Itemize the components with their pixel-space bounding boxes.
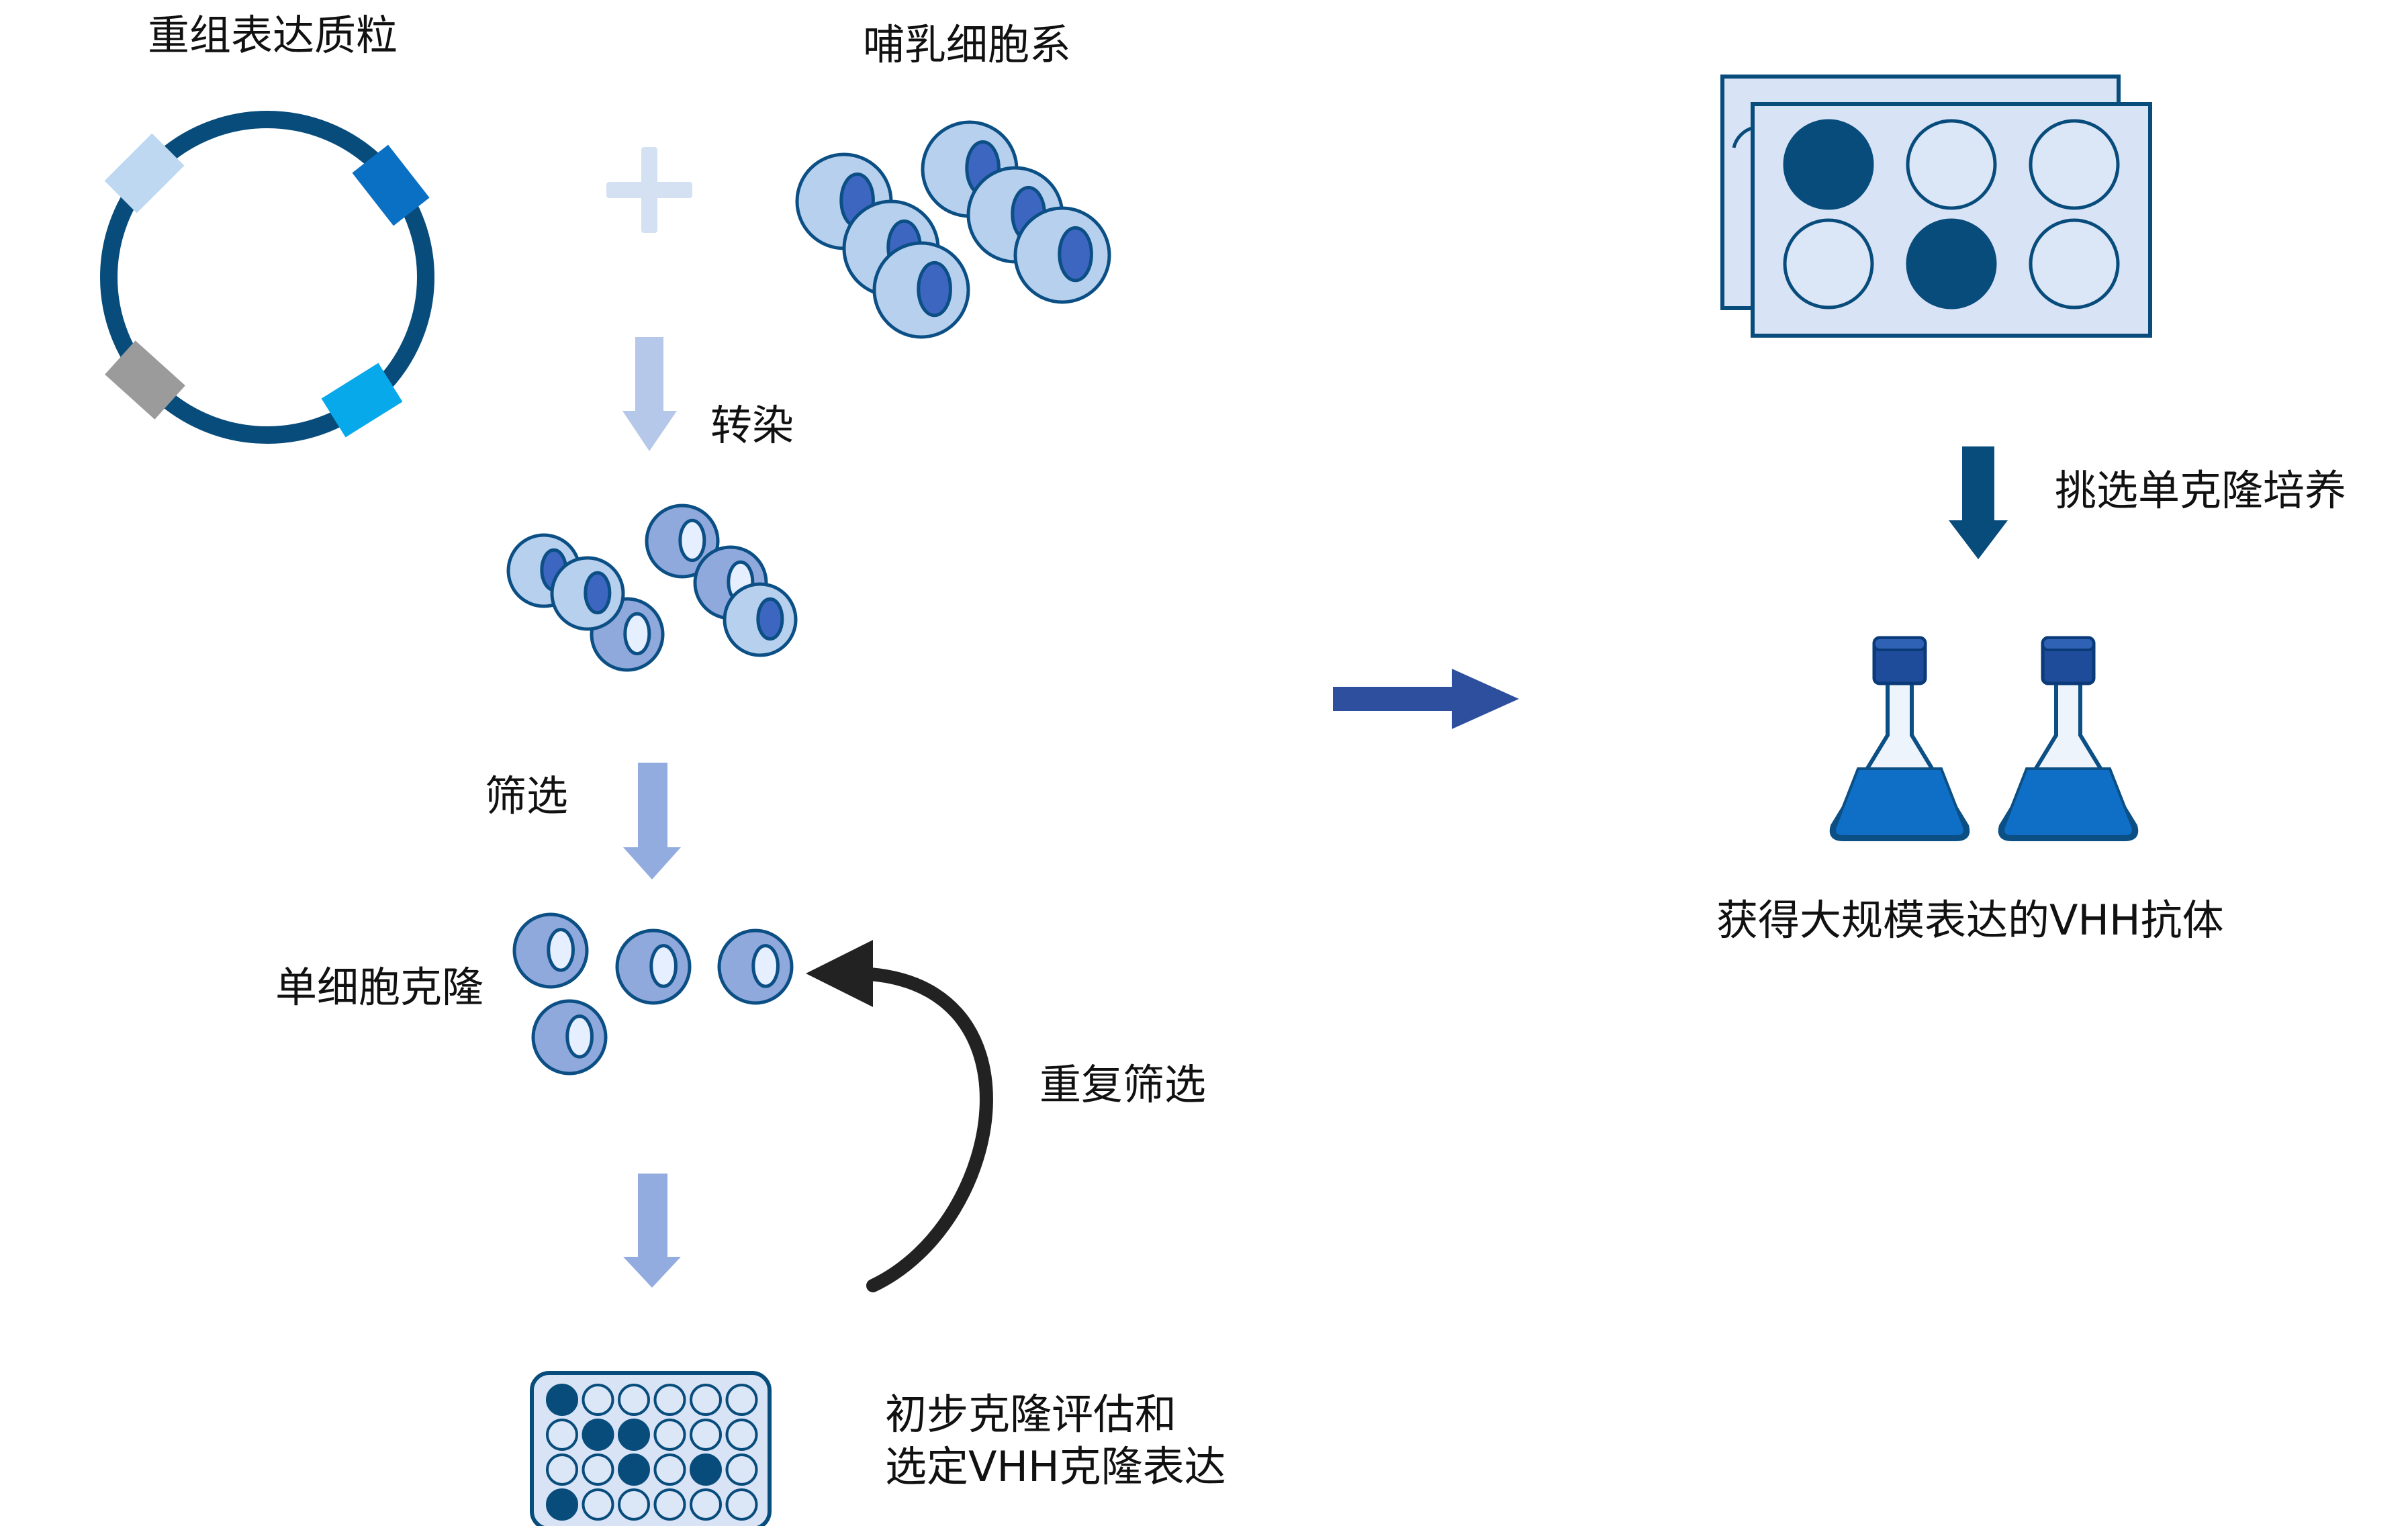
cell-nucleus [756, 597, 784, 641]
well-filled [618, 1419, 650, 1451]
well-filled [1783, 119, 1874, 210]
plate-24-well [530, 1371, 772, 1526]
plasmid-marker-blue [352, 144, 430, 226]
well-filled [618, 1453, 650, 1486]
well-empty [690, 1488, 722, 1521]
flask-cap-rim [2041, 636, 2095, 651]
culture-flask [1829, 636, 1970, 841]
arrow-evaluation [623, 1174, 681, 1288]
back-well-edge [1732, 126, 1755, 148]
cell-nucleus [547, 928, 575, 972]
plate-6-well-stack [1720, 75, 2152, 338]
mammalian-cell-cluster [795, 120, 1111, 339]
cell-nucleus [565, 1014, 594, 1059]
well-filled [582, 1419, 614, 1451]
well-filled [546, 1488, 578, 1521]
well-empty [725, 1384, 758, 1416]
label-evaluation: 初步克隆评估和 选定VHH克隆表达 [885, 1388, 1226, 1492]
flask-liquid [1833, 767, 1966, 838]
cell-nucleus [649, 944, 678, 988]
well-filled [690, 1453, 722, 1486]
cell [512, 912, 589, 989]
plasmid-ring [100, 111, 434, 444]
well-empty [1783, 218, 1874, 309]
arrow-transfection [622, 337, 677, 451]
plasmid-marker-grey [105, 340, 185, 420]
cell [717, 928, 794, 1005]
well-empty [2029, 119, 2120, 210]
repeat-screening-curved-arrow [806, 940, 993, 1292]
plasmid-diagram [100, 111, 434, 444]
cell [645, 504, 720, 579]
well-empty [690, 1384, 722, 1416]
cell-nucleus [917, 260, 952, 318]
well-empty [582, 1384, 614, 1416]
cell [1013, 206, 1111, 304]
cell-nucleus [751, 944, 780, 988]
well-empty [2029, 218, 2120, 309]
label-evaluation-line2: 选定VHH克隆表达 [885, 1441, 1226, 1491]
well-empty [582, 1453, 614, 1486]
cell-nucleus [584, 571, 612, 615]
label-result: 获得大规模表达的VHH抗体 [1716, 896, 2224, 945]
arrow-to-production [1333, 669, 1519, 729]
cell-nucleus [678, 518, 706, 563]
well-empty [618, 1384, 650, 1416]
cell [723, 582, 798, 657]
well-empty [653, 1453, 686, 1486]
culture-flasks [1829, 636, 2139, 841]
well-filled [1906, 218, 1997, 309]
label-repeat-screening: 重复筛选 [1039, 1060, 1207, 1109]
well-empty [690, 1419, 722, 1451]
cell [872, 241, 970, 339]
label-evaluation-line1: 初步克隆评估和 [885, 1390, 1177, 1439]
culture-flask [1998, 636, 2139, 841]
well-empty [653, 1488, 686, 1521]
cell-nucleus [623, 612, 651, 656]
arrow-pick-clone [1949, 446, 2008, 559]
well-empty [725, 1453, 758, 1486]
label-screening: 筛选 [485, 771, 569, 820]
well-filled [546, 1384, 578, 1416]
well-empty [546, 1453, 578, 1486]
flask-cap-rim [1873, 636, 1927, 651]
cell-nucleus [1058, 226, 1093, 283]
well-empty [1906, 119, 1997, 210]
plasmid-marker-cyan [321, 363, 403, 438]
well-empty [725, 1488, 758, 1521]
plasmid-marker-light [104, 133, 185, 213]
well-empty [618, 1488, 650, 1521]
cell [550, 556, 625, 631]
plus-sign [606, 147, 692, 233]
cell [531, 999, 608, 1076]
label-plasmid: 重组表达质粒 [148, 11, 398, 60]
single-cell-clones [512, 912, 794, 1076]
arrow-screening [623, 763, 681, 879]
flask-liquid [2002, 767, 2135, 838]
label-cell-line: 哺乳细胞系 [863, 20, 1072, 69]
cell [615, 928, 692, 1005]
well-empty [546, 1419, 578, 1451]
well-empty [653, 1419, 686, 1451]
transfected-cell-cluster [506, 504, 798, 672]
label-transfection: 转染 [710, 401, 794, 450]
well-empty [582, 1488, 614, 1521]
well-empty [653, 1384, 686, 1416]
label-single-clone: 单细胞克隆 [275, 963, 484, 1012]
well-empty [725, 1419, 758, 1451]
label-pick-clone: 挑选单克隆培养 [2055, 466, 2347, 515]
